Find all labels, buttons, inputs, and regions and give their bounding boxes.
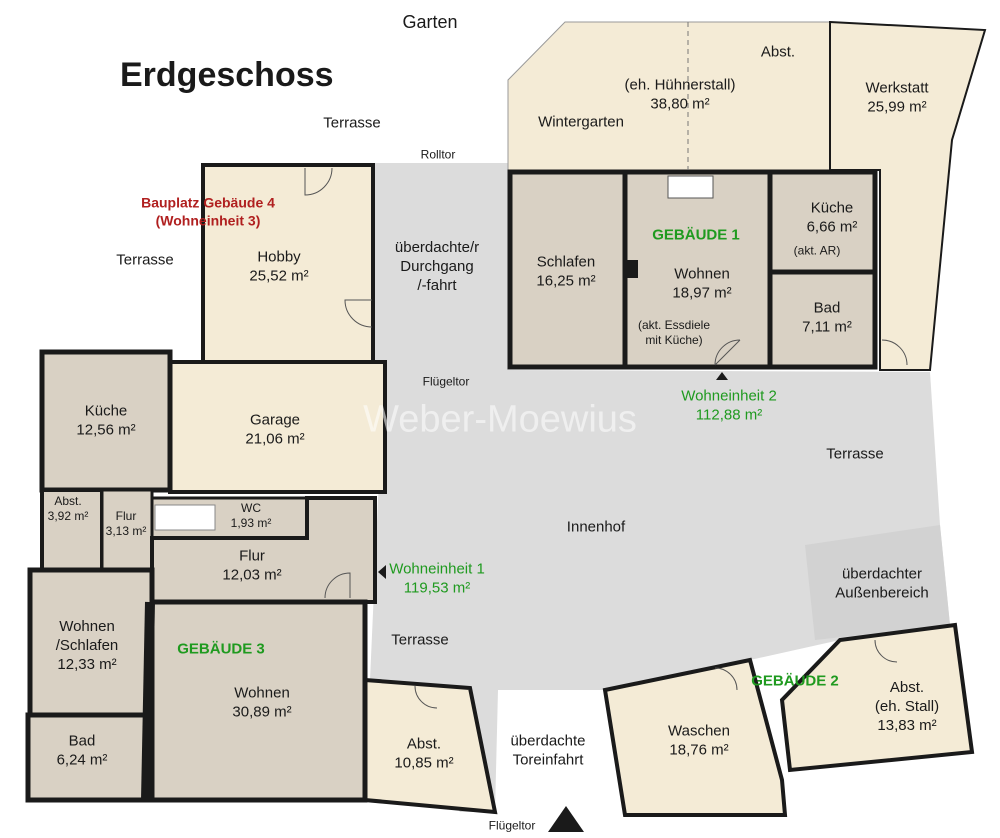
abst-gate-label: Abst.10,85 m² xyxy=(394,735,454,771)
building3-label: GEBÄUDE 3 xyxy=(177,640,265,658)
watermark: Weber-Moewius xyxy=(363,398,637,441)
door-waschen xyxy=(714,667,738,691)
stairs xyxy=(667,175,714,199)
we2-entrance-marker xyxy=(716,372,728,380)
innenhof-label: Innenhof xyxy=(566,518,626,536)
wohnen-schlafen-room xyxy=(27,567,155,718)
bad3-room xyxy=(25,712,155,803)
courtyard-area xyxy=(370,163,950,812)
door-hobby xyxy=(304,167,333,196)
schlafen-room xyxy=(507,169,628,370)
fluegeltor-label-bottom: Flügeltor xyxy=(488,818,536,833)
terrace-label-left: Terrasse xyxy=(116,251,174,269)
abst-stall-label: Abst.(eh. Stall)13,83 m² xyxy=(874,678,940,734)
bauplatz-label: Bauplatz Gebäude 4(Wohneinheit 3) xyxy=(141,194,275,229)
rolltor-label: Rolltor xyxy=(420,147,456,162)
door-abst-stall xyxy=(874,639,898,663)
garage-room xyxy=(168,360,387,494)
door-abst-gate xyxy=(414,685,438,709)
garden-label: Garten xyxy=(402,11,458,32)
door-wohnen1 xyxy=(714,339,741,366)
bad1-room xyxy=(767,269,878,370)
we1-entrance-marker xyxy=(378,565,386,579)
wintergarten-label: Wintergarten xyxy=(538,113,624,131)
building2-label: GEBÄUDE 2 xyxy=(751,672,839,690)
huehnerstall-label: (eh. Hühnerstall)38,80 m² xyxy=(624,76,736,112)
waschen-room xyxy=(602,657,788,817)
wohnen1-room xyxy=(622,169,773,370)
terrace-label-bottom: Terrasse xyxy=(391,631,449,649)
covered-outdoor-area xyxy=(805,525,950,640)
door-flur3 xyxy=(324,572,351,599)
chimney xyxy=(624,260,638,278)
terrace-label-right: Terrasse xyxy=(826,445,884,463)
building1-label: GEBÄUDE 1 xyxy=(652,226,740,244)
door-werkstatt xyxy=(881,339,908,366)
abst-top-label: Abst. xyxy=(760,43,796,61)
kueche1-note: (akt. AR) xyxy=(793,243,841,258)
wc-fixture xyxy=(154,504,216,531)
page-title: Erdgeschoss xyxy=(120,56,334,94)
fluegeltor-label-mid: Flügeltor xyxy=(422,374,470,389)
abst3-label: Abst.3,92 m² xyxy=(47,494,89,523)
terrace-label-top: Terrasse xyxy=(323,114,381,132)
thick-wall-g3 xyxy=(141,601,155,801)
entrance-gate-marker xyxy=(548,806,584,832)
door-hobby-side xyxy=(344,299,373,328)
abst-stall-room xyxy=(779,622,975,773)
